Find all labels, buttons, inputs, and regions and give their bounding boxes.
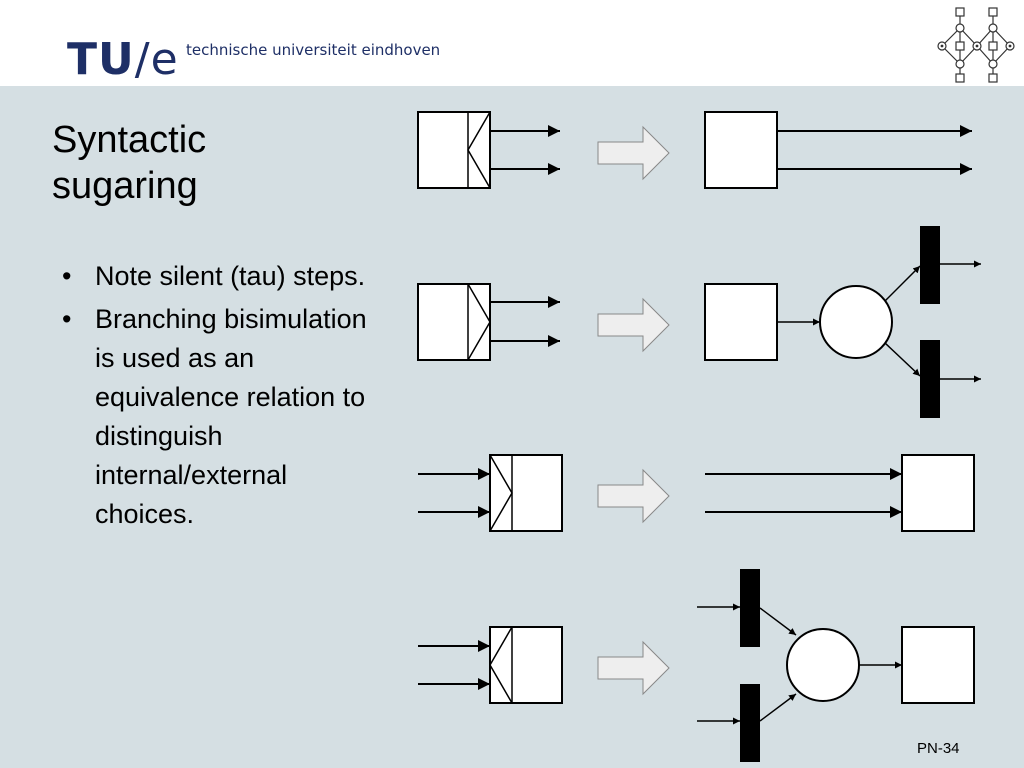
- row-1-xor-split: [417, 111, 972, 189]
- place-circle: [819, 285, 893, 359]
- xor-split-task: [417, 111, 491, 189]
- transition-box: [704, 111, 778, 189]
- title-line-1: Syntactic: [52, 119, 207, 161]
- transform-arrow-icon: [597, 468, 670, 524]
- logo-e: e: [150, 34, 179, 85]
- transition-box: [704, 283, 778, 361]
- row-3-and-join: [418, 454, 975, 532]
- logo-slash: /: [134, 34, 151, 85]
- bullet-item: Branching bisimulation is used as an equ…: [62, 300, 392, 534]
- place-circle: [786, 628, 860, 702]
- page-number: PN-34: [917, 740, 960, 757]
- university-name: technische universiteit eindhoven: [186, 41, 441, 59]
- bullet-list: Note silent (tau) steps. Branching bisim…: [62, 257, 392, 538]
- tue-logo: TU/e: [67, 38, 179, 82]
- transform-arrow-icon: [597, 297, 670, 353]
- petri-net-logo-icon: [937, 7, 1015, 83]
- silent-transition-bar: [740, 684, 760, 762]
- row-2-and-split: [417, 226, 981, 418]
- row-4-xor-join: [418, 569, 975, 762]
- and-join-task: [489, 454, 563, 532]
- transition-box: [901, 454, 975, 532]
- transform-arrow-icon: [597, 640, 670, 696]
- xor-join-task: [489, 626, 563, 704]
- silent-transition-bar: [920, 340, 940, 418]
- header-bar: TU/e technische universiteit eindhoven: [0, 0, 1024, 86]
- and-split-task: [417, 283, 491, 361]
- transition-box: [901, 626, 975, 704]
- logo-tu: TU: [67, 34, 135, 85]
- transform-arrow-icon: [597, 125, 670, 181]
- bullet-item: Note silent (tau) steps.: [62, 257, 392, 296]
- slide-title: Syntactic sugaring: [52, 117, 206, 209]
- title-line-2: sugaring: [52, 165, 198, 207]
- silent-transition-bar: [740, 569, 760, 647]
- silent-transition-bar: [920, 226, 940, 304]
